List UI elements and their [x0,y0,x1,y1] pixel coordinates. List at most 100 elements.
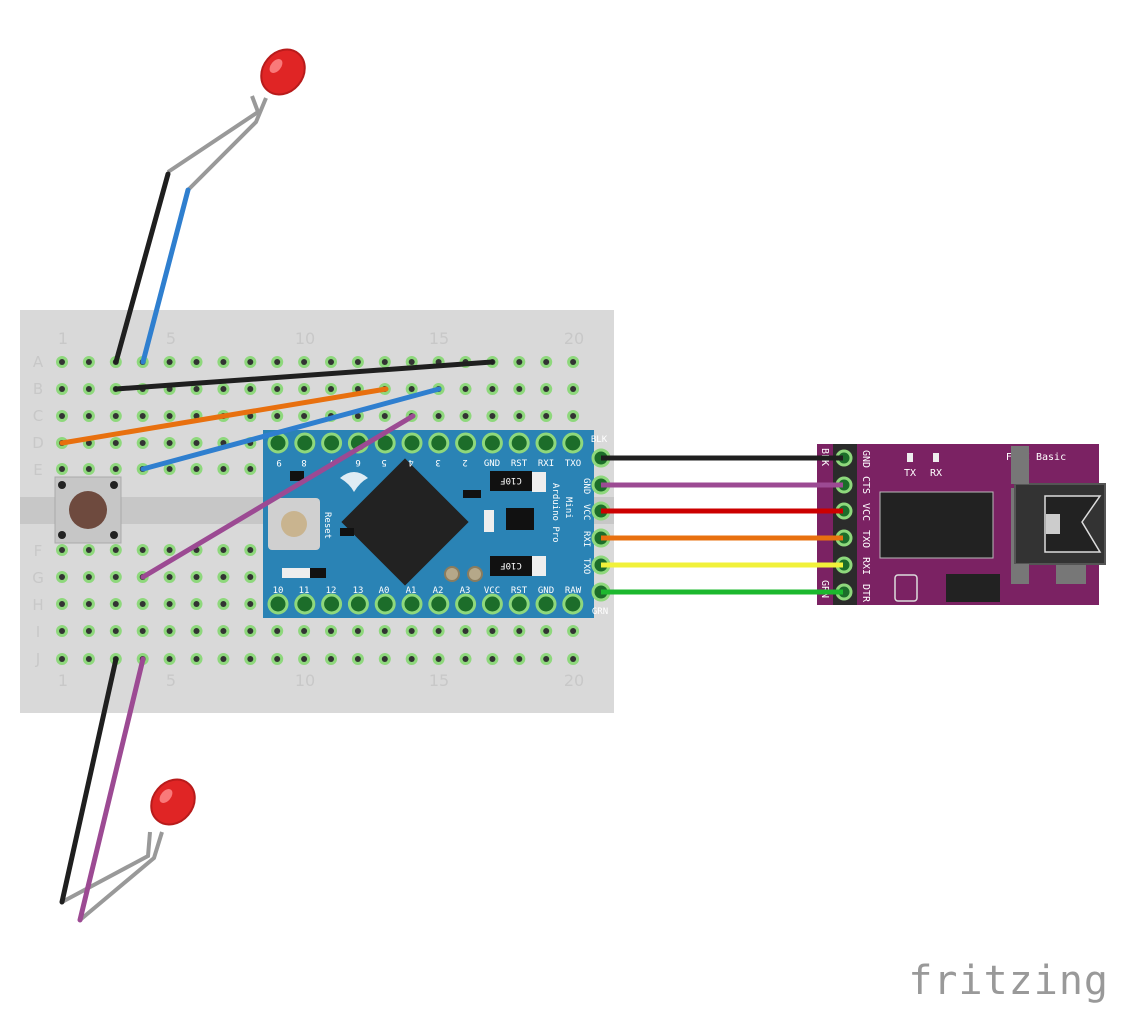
mount-hole [467,566,483,582]
arduino-pin[interactable] [428,432,450,454]
arduino-pin[interactable] [321,593,343,615]
reset-button-cap [281,511,307,537]
arduino-pin[interactable] [508,593,530,615]
row-label-i: I [36,623,40,641]
breadboard-wires [59,359,495,580]
wire-orange-d1-b13[interactable] [59,386,389,446]
arduino-pin[interactable] [294,432,316,454]
breadboard-hole-center [543,656,550,662]
breadboard-hole-center [301,413,308,419]
breadboard-hole-center [301,386,308,392]
regulator [506,508,534,530]
breadboard-hole-center [112,574,119,580]
breadboard-hole-center [328,386,334,392]
push-button-leg [110,481,118,489]
breadboard-hole-center [193,413,200,419]
breadboard-hole-center [570,359,577,365]
pin-label-9: 9 [276,457,281,467]
arduino-chip [341,458,469,586]
wire-purple-led-bottom[interactable] [77,656,146,923]
col-label-5-bottom: 5 [166,671,176,690]
smd-part [310,568,326,578]
led-bottom-highlight [159,789,173,803]
breadboard-hole-center [85,413,92,419]
arduino-pin[interactable] [508,432,530,454]
ftdi-basic-board: FTDI Basic TX RX GND CTS VCC TXO RXI DTR… [817,444,1106,605]
breadboard-hole-center [381,359,388,365]
push-button-leg [58,481,66,489]
breadboard-hole-center [543,413,550,419]
pin-label-3: 3 [435,457,440,467]
arduino-logo-icon [340,472,368,492]
col-label-5: 5 [166,329,176,348]
breadboard-hole-center [85,466,92,472]
ftdi-chip [879,491,994,559]
arduino-pin[interactable] [481,593,503,615]
col-label-10-bottom: 10 [295,671,315,690]
wire-black-led-top[interactable] [113,171,171,365]
row-label-g: G [32,569,44,587]
pin-label-a3: A3 [460,586,471,596]
arduino-pin[interactable] [374,593,396,615]
ftdi-wires [601,455,843,595]
arduino-pin[interactable] [401,432,423,454]
arduino-pin[interactable] [535,593,557,615]
arduino-pin[interactable] [562,432,584,454]
breadboard-hole-center [85,547,92,553]
pin-label-gnd: GND [484,459,500,469]
wire-blue-led-top[interactable] [140,187,191,365]
led-smd [484,510,494,532]
breadboard-hole-center [220,656,227,662]
col-label-20-bottom: 20 [564,671,584,690]
wire-purple-g4-c14[interactable] [140,413,416,580]
breadboard-hole-center [166,359,173,365]
breadboard-hole-center [139,628,146,634]
ftdi-component [946,574,1000,602]
breadboard-hole-center [516,413,523,419]
breadboard-hole-center [59,386,65,392]
arduino-pin[interactable] [294,593,316,615]
arduino-pin[interactable] [321,432,343,454]
ftdi-pad [894,574,918,602]
wire-black-b2-a17[interactable] [113,359,495,392]
breadboard-hole-center [139,440,146,446]
breadboard-hole-center [193,574,200,580]
arduino-pin[interactable] [401,593,423,615]
arduino-pin[interactable] [428,593,450,615]
usb-tab [1011,446,1029,484]
breadboard-hole-center [462,628,469,634]
wire-black-led-bottom[interactable] [59,656,119,905]
fritzing-logo: fritzing [908,958,1109,1004]
arduino-pin[interactable] [535,432,557,454]
row-label-j: J [35,650,40,668]
led-bottom-leg [78,831,164,922]
arduino-pin[interactable] [562,593,584,615]
arduino-pin[interactable] [481,432,503,454]
push-button-leg [110,531,118,539]
breadboard-hole-center [59,547,65,553]
wire-blue-e4-b15[interactable] [140,386,442,472]
breadboard-hole-center [570,386,577,392]
arduino-pin[interactable] [267,593,289,615]
capacitor-bottom [490,556,532,576]
arduino-pin[interactable] [455,593,477,615]
breadboard-hole-center [354,656,361,662]
smd-part [290,471,304,481]
pin-label-10: 10 [273,586,284,596]
arduino-pin[interactable] [347,593,369,615]
push-button[interactable] [54,476,122,544]
ftdi-rx-label: RX [930,468,942,479]
header-label-rxi: RXI [581,531,591,547]
led-bottom [59,656,196,923]
breadboard-hole-center [301,656,308,662]
pin-label-11: 11 [299,586,310,596]
pin-label-6: 6 [355,457,360,467]
header-label-txo: TXO [581,558,591,574]
breadboard-hole-center [408,359,415,365]
breadboard-hole-center [247,413,254,419]
row-label-c: C [33,407,43,425]
led-bottom-icon [150,778,196,826]
ftdi-pin-label-txo: TXO [860,530,871,548]
usb-tab [1011,564,1029,584]
arduino-pin[interactable] [455,432,477,454]
